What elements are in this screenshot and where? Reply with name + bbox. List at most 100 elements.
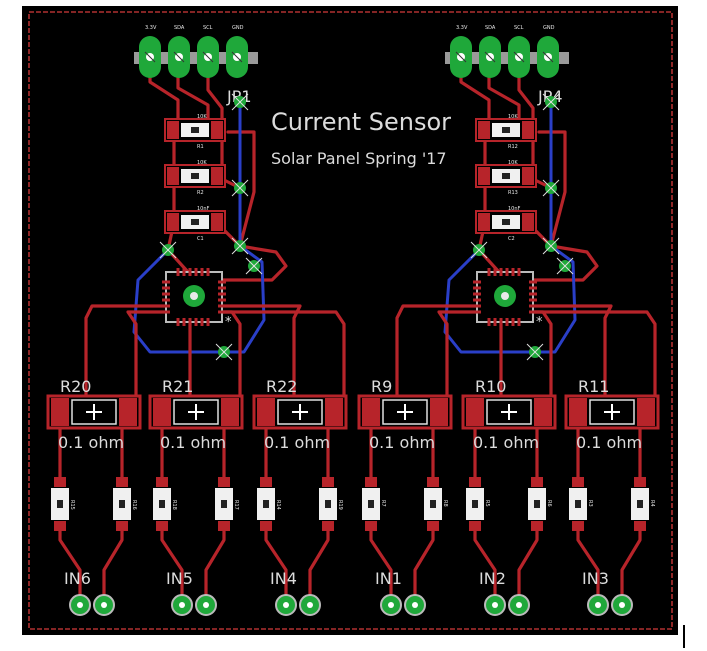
- filter-ref: R18: [171, 500, 177, 510]
- filter-ref: R8: [442, 500, 448, 507]
- current-sensor-ic: *: [473, 268, 543, 330]
- board-title: Current Sensor: [271, 108, 451, 136]
- filter-pad-top: [634, 477, 646, 487]
- passive-ref: R2: [197, 190, 204, 196]
- ic-pin-left: [473, 310, 481, 314]
- smd-pad-right: [211, 167, 223, 185]
- connector-pin: SCL: [508, 25, 530, 78]
- shunt-pad-left: [362, 398, 380, 426]
- ic-pin-right: [218, 304, 226, 308]
- ic-pin-right: [529, 292, 537, 296]
- passive-ref: R1: [197, 144, 204, 150]
- shunt-pad-right: [119, 398, 137, 426]
- ic-pin-top: [487, 268, 491, 276]
- ic-pin-top: [206, 268, 210, 276]
- filter-resistor: R4: [631, 477, 655, 531]
- ic-pin-right: [218, 310, 226, 314]
- smd-pad-left: [167, 213, 179, 231]
- filter-pad-bottom: [322, 521, 334, 531]
- via: [542, 237, 560, 255]
- ic-pin-top: [176, 268, 180, 276]
- shunt-ref: R22: [266, 377, 297, 396]
- ic-pin-right: [218, 286, 226, 290]
- smd-pad-right: [522, 213, 534, 231]
- shunt-value: 0.1 ohm: [576, 433, 642, 452]
- filter-ref: R17: [233, 500, 239, 510]
- input-in1: IN1: [375, 569, 426, 616]
- filter-ref: R19: [337, 500, 343, 510]
- trace-input-1: [58, 422, 124, 602]
- shunt-pad-right: [430, 398, 448, 426]
- via: [231, 93, 249, 111]
- pin-label: SDA: [485, 25, 496, 31]
- smd-pad-right: [522, 121, 534, 139]
- shunt-pad-right: [221, 398, 239, 426]
- filter-pad-bottom: [54, 521, 66, 531]
- shunt-pad-left: [257, 398, 275, 426]
- ic-pin-bottom: [499, 318, 503, 326]
- smd-pad-left: [478, 213, 490, 231]
- shunt-value: 0.1 ohm: [264, 433, 330, 452]
- ic-marker: *: [225, 315, 232, 330]
- shunt-r11: R11 0.1 ohm: [564, 377, 660, 452]
- input-label: IN6: [64, 569, 91, 588]
- ic-pin-left: [162, 292, 170, 296]
- filter-pad-bottom: [218, 521, 230, 531]
- input-label: IN2: [479, 569, 506, 588]
- filter-resistor: R8: [424, 477, 448, 531]
- passive-value: 10K: [197, 160, 207, 166]
- smd-R2: 10K R2: [164, 160, 226, 196]
- trace-in-b: [102, 422, 124, 602]
- shunt-ref: R11: [578, 377, 609, 396]
- shunt-value: 0.1 ohm: [473, 433, 539, 452]
- input-label: IN1: [375, 569, 402, 588]
- input-in6: IN6: [64, 569, 115, 616]
- input-label: IN3: [582, 569, 609, 588]
- trace-in-a: [473, 422, 497, 602]
- smd-mark: [191, 173, 199, 179]
- trace-shunt-left-0: [395, 304, 501, 398]
- passive-ref: C1: [197, 236, 204, 242]
- shunt-ref: R9: [371, 377, 392, 396]
- filter-pair-2: R18 R17: [153, 477, 239, 531]
- ic-pin-top: [194, 268, 198, 276]
- connector-pin: GND: [226, 25, 248, 78]
- pin-label: GND: [543, 25, 555, 31]
- input-in3: IN3: [582, 569, 633, 616]
- connector-pin: 3.3V: [139, 25, 161, 78]
- trace-r-chain: [477, 128, 487, 252]
- filter-resistor: R18: [153, 477, 177, 531]
- passive-ref: R13: [508, 190, 518, 196]
- ic-pin-top: [200, 268, 204, 276]
- shunt-pad-left: [51, 398, 69, 426]
- ic-pin-top: [499, 268, 503, 276]
- shunt-ref: R10: [475, 377, 506, 396]
- trace-shunt-right-2: [204, 310, 346, 398]
- trace-shunt-left-0: [84, 304, 190, 398]
- smd-mark: [502, 127, 510, 133]
- input-in2: IN2: [479, 569, 530, 616]
- shunt-pad-left: [153, 398, 171, 426]
- filter-resistor: R5: [466, 477, 490, 531]
- shunt-value: 0.1 ohm: [369, 433, 435, 452]
- filter-pad-top: [156, 477, 168, 487]
- ic-pin-bottom: [194, 318, 198, 326]
- smd-pad-left: [478, 121, 490, 139]
- pin-label: GND: [232, 25, 244, 31]
- parts-layer: 3.3VSDASCLGNDJP110KR110KR210nFC1*3.3VSDA…: [46, 25, 660, 616]
- shunt-pad-right: [534, 398, 552, 426]
- ic-pin-right: [218, 280, 226, 284]
- connector-pin: SDA: [479, 25, 501, 78]
- trace-input-3: [264, 422, 330, 602]
- filter-pad-bottom: [469, 521, 481, 531]
- filter-resistor: R14: [257, 477, 281, 531]
- filter-resistor: R3: [569, 477, 593, 531]
- filter-pad-top: [218, 477, 230, 487]
- filter-ref: R6: [546, 500, 552, 507]
- ic-pin-right: [529, 286, 537, 290]
